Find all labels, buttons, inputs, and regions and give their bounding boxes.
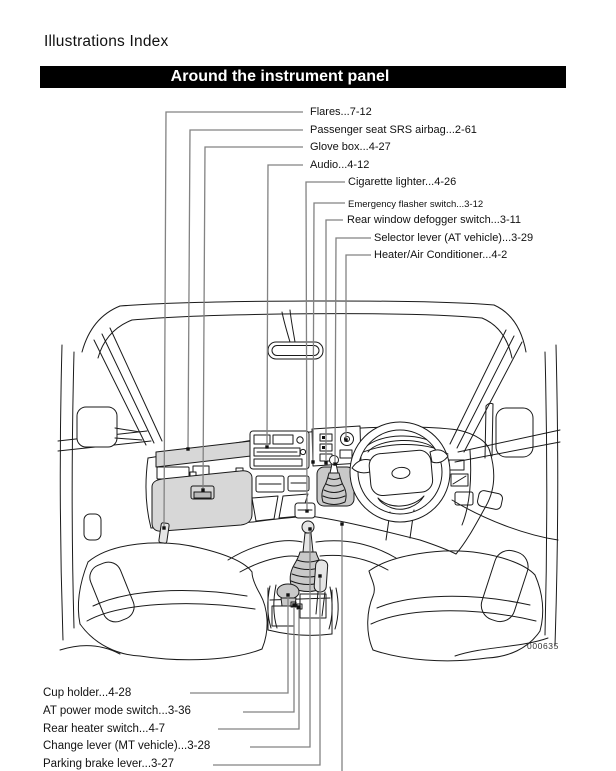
callout-glove-box: Glove box...4-27 xyxy=(310,141,391,153)
callout-rear-heater: Rear heater switch...4-7 xyxy=(43,723,166,735)
windshield-frame xyxy=(81,300,527,359)
left-door-area xyxy=(57,344,152,641)
heater-control-knob xyxy=(340,432,354,446)
callout-target-dots xyxy=(162,438,348,609)
section-banner: Around the instrument panel xyxy=(40,66,566,88)
left-a-pillar xyxy=(93,327,163,446)
passenger-seat xyxy=(77,542,278,661)
left-side-mirror xyxy=(76,406,118,448)
callout-cup-holder: Cup holder...4-28 xyxy=(43,687,132,699)
driver-seat xyxy=(59,550,549,662)
dashboard xyxy=(145,425,495,555)
figure-number: 000635 xyxy=(527,641,559,651)
glove-box xyxy=(151,470,253,532)
callout-selector-lever: Selector lever (AT vehicle)...3-29 xyxy=(374,232,534,244)
audio-unit xyxy=(249,430,310,470)
callout-emergency-flasher: Emergency flasher switch...3-12 xyxy=(348,199,484,210)
callout-cigarette-lighter: Cigarette lighter...4-26 xyxy=(348,176,457,188)
steering-wheel-emblem xyxy=(391,466,411,479)
callout-flares: Flares...7-12 xyxy=(310,106,372,118)
callout-heater-air-conditioner: Heater/Air Conditioner...4-2 xyxy=(374,249,508,261)
callout-rear-defogger: Rear window defogger switch...3-11 xyxy=(347,214,522,226)
callout-leader-lines xyxy=(163,111,371,771)
callout-at-power-mode: AT power mode switch...3-36 xyxy=(43,705,191,717)
dash-right-section xyxy=(448,449,474,526)
callout-passenger-srs-airbag: Passenger seat SRS airbag...2-61 xyxy=(310,124,477,136)
page-title: Illustrations Index xyxy=(44,33,169,50)
callout-change-lever: Change lever (MT vehicle)...3-28 xyxy=(43,740,211,752)
gear-shift-knob xyxy=(301,520,315,534)
right-side-mirror xyxy=(495,407,534,458)
floor-console xyxy=(158,520,397,636)
callout-audio: Audio...4-12 xyxy=(310,159,370,171)
steering-wheel xyxy=(349,421,451,523)
callout-parking-brake: Parking brake lever...3-27 xyxy=(43,758,175,770)
right-door-area xyxy=(451,344,561,646)
rearview-mirror xyxy=(267,309,324,360)
right-a-pillar xyxy=(449,329,523,453)
flares-holder xyxy=(158,522,170,544)
